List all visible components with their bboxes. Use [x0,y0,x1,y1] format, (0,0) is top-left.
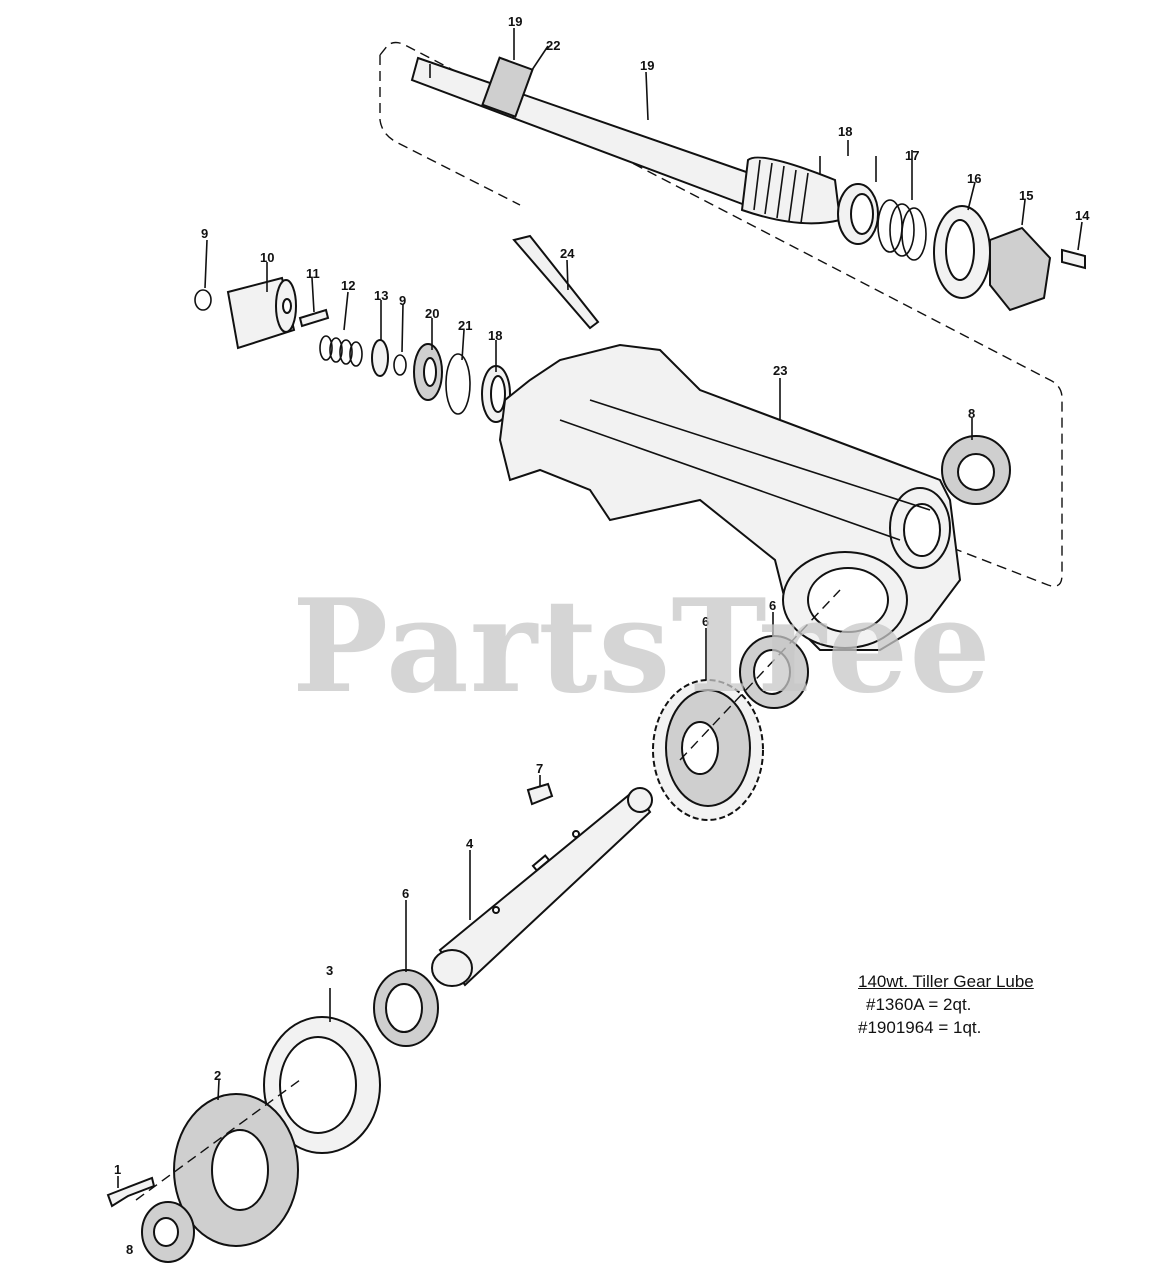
callout-2: 2 [214,1068,221,1083]
callout-21: 21 [458,318,472,333]
snap-ring-9-a [194,289,212,311]
callout-10: 10 [260,250,274,265]
gasket-3 [263,1016,381,1154]
callout-8-lower: 8 [126,1242,133,1257]
bearing-6-b [373,969,439,1047]
callout-23: 23 [773,363,787,378]
callout-24: 24 [560,246,575,261]
callout-9-left: 9 [201,226,208,241]
leader-lines [117,28,1083,1188]
gear-housing-23 [498,343,962,651]
callout-19: 19 [640,58,654,73]
callout-22: 22 [546,38,560,53]
end-cap-15 [989,226,1052,312]
spring-12 [319,335,363,367]
callout-9-mid: 9 [399,293,406,308]
callout-11: 11 [306,266,320,281]
callout-15: 15 [1019,188,1033,203]
callout-4: 4 [466,836,474,851]
callout-16: 16 [967,171,981,186]
side-cover-2 [173,1093,299,1247]
output-shaft-4 [431,787,653,987]
callout-19-top: 19 [508,14,522,29]
lube-note-line-2: #1901964 = 1qt. [858,1018,982,1037]
callout-8-upper: 8 [968,406,975,421]
spring-17 [877,199,927,261]
ring-21 [445,353,471,415]
washer-13 [371,339,389,377]
callout-12: 12 [341,278,355,293]
input-shaft [410,56,842,225]
callout-1: 1 [114,1162,121,1177]
assembly-boundary [379,41,1063,587]
callout-18-mid: 18 [488,328,502,343]
callout-6-lower: 6 [402,886,409,901]
callout-20: 20 [425,306,439,321]
callout-13: 13 [374,288,388,303]
centerline-lower [135,589,841,1201]
lube-note-title: 140wt. Tiller Gear Lube [858,972,1034,991]
callout-6-upper: 6 [769,598,776,613]
bearing-8-a [941,435,1011,505]
pin-11 [298,308,330,328]
callout-labels: 19 22 19 18 17 16 15 14 9 10 11 12 13 9 … [114,14,1090,1257]
seal-8-b [141,1201,195,1263]
callout-5: 6 [702,614,709,629]
callout-18-top: 18 [838,124,852,139]
callout-17: 17 [905,148,919,163]
watermark-text: PartsTree [292,572,992,722]
dipstick-24 [512,234,600,330]
snap-ring-9-b [393,354,407,376]
coupling-10 [226,276,297,350]
bearing-20 [413,343,443,401]
lube-note-line-1: #1360A = 2qt. [866,995,972,1014]
callout-14: 14 [1075,208,1090,223]
bearing-6-a [739,635,809,709]
gasket-16 [933,205,991,299]
bolt-14 [1061,248,1086,270]
gear-5 [652,679,764,821]
bolt-1 [106,1176,156,1208]
key-7 [526,782,554,806]
callout-3: 3 [326,963,333,978]
callout-7: 7 [536,761,543,776]
lube-note: 140wt. Tiller Gear Lube #1360A = 2qt. #1… [858,970,1034,1039]
